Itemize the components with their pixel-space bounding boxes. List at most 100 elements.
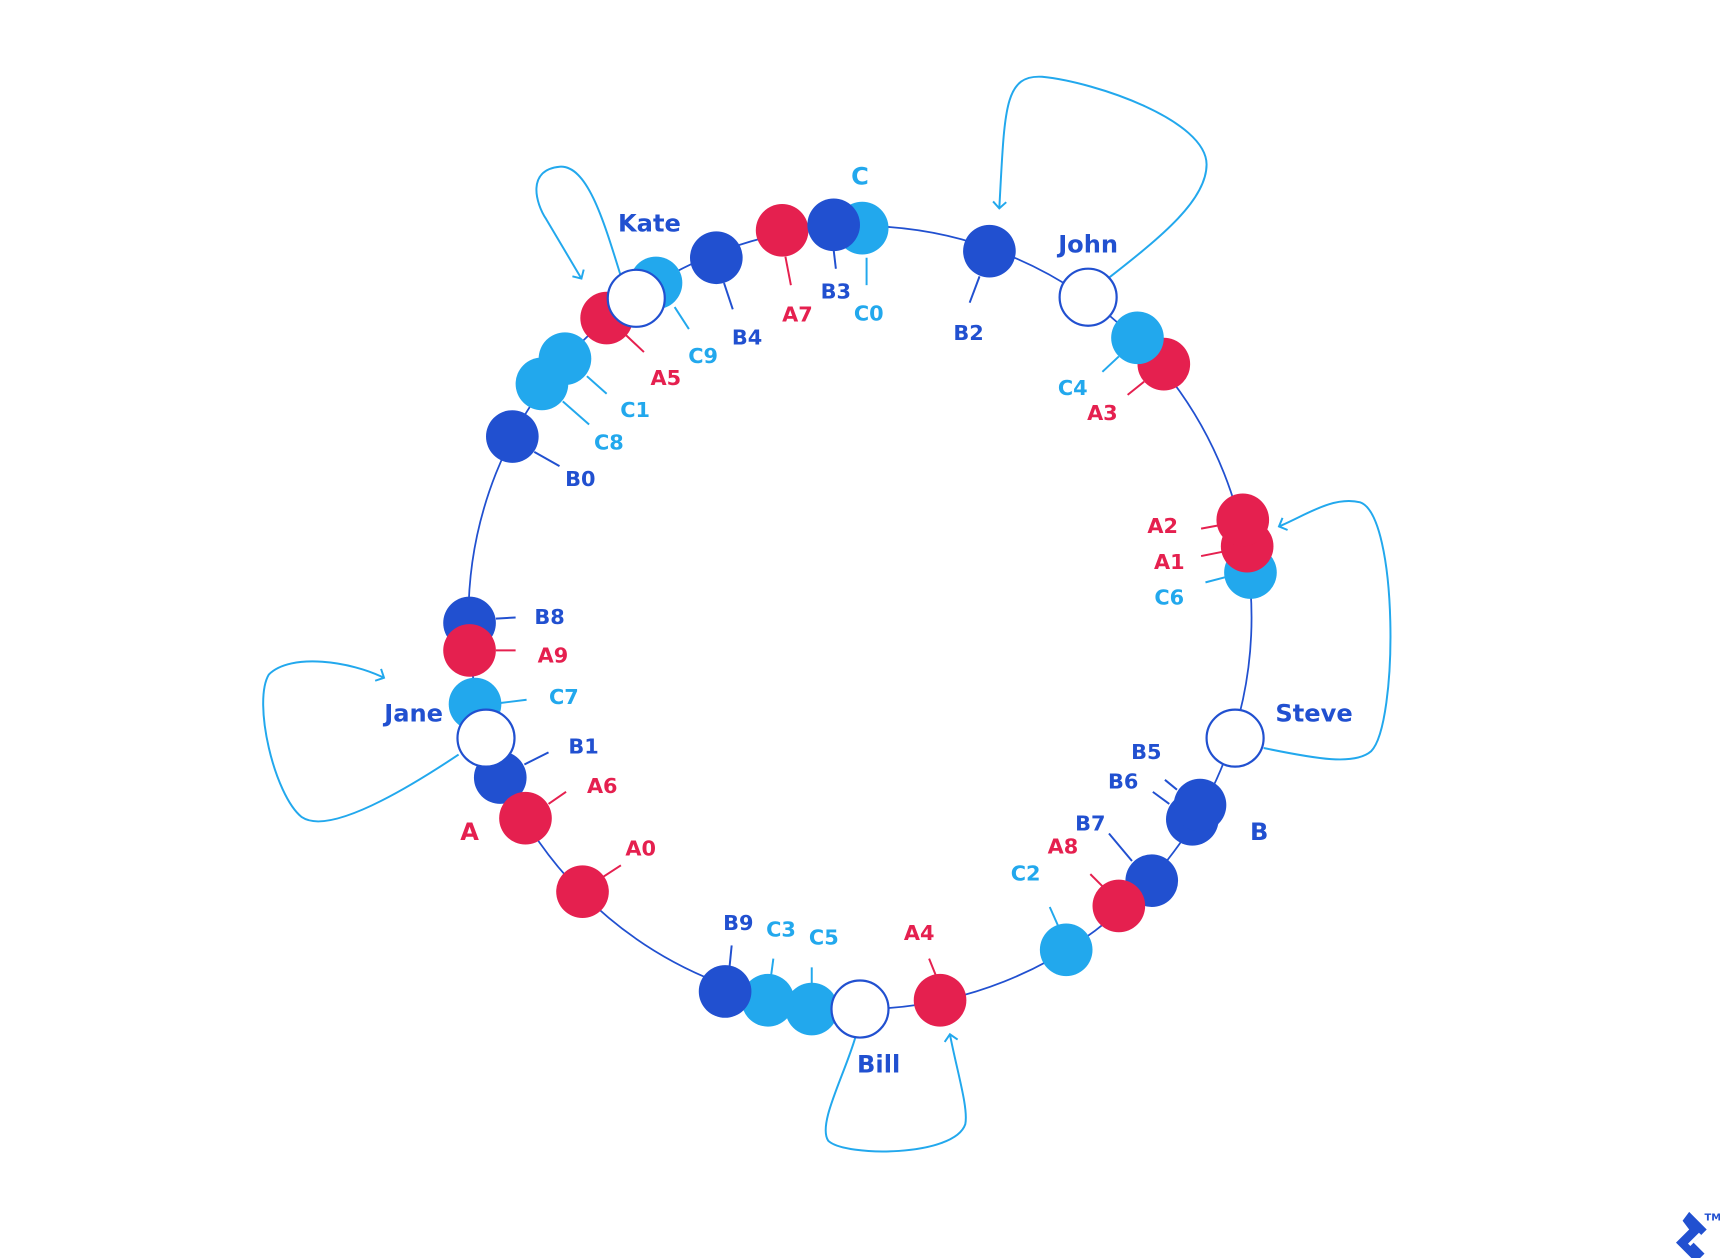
ring-point-b5: B5: [1131, 740, 1227, 832]
point-label: A9: [538, 643, 569, 667]
server-kate: Kate: [606, 209, 681, 328]
point-label: B1: [568, 734, 598, 758]
leader-line: [500, 698, 527, 705]
point-label: B7: [1075, 811, 1105, 835]
point-label: A7: [782, 302, 813, 326]
point-label: A8: [1048, 834, 1079, 858]
point-dot: [1092, 879, 1146, 933]
point-dot: [1216, 493, 1270, 547]
ring-point-b0: B0: [486, 410, 596, 491]
ring-point-a6: A6: [499, 774, 618, 845]
point-label: C6: [1154, 585, 1184, 609]
group-label-a: A: [460, 818, 479, 846]
server-john: John: [1056, 230, 1118, 327]
point-label: B3: [821, 279, 851, 303]
leader-line: [601, 864, 622, 879]
leader-line: [562, 400, 590, 426]
point-label: B8: [534, 605, 564, 629]
loop-arrow-bill: [824, 1032, 967, 1153]
ring-point-b2: B2: [953, 224, 1016, 345]
leader-line: [784, 256, 792, 286]
leader-line: [1164, 779, 1178, 791]
point-label: C4: [1058, 376, 1088, 400]
ring-point-c4: C4: [1058, 311, 1164, 400]
ring-point-b4: B4: [690, 231, 762, 349]
point-dot: [755, 204, 809, 257]
point-dot: [807, 198, 860, 252]
point-label: C5: [809, 925, 839, 949]
leader-line: [1108, 832, 1133, 862]
point-dot: [741, 973, 795, 1027]
leader-line: [1205, 575, 1227, 584]
point-label: B2: [953, 321, 983, 345]
server-node: [606, 268, 666, 328]
point-label: C0: [854, 301, 884, 325]
point-dot: [1039, 923, 1093, 977]
ring-point-b3: B3: [807, 198, 860, 303]
leader-line: [968, 276, 981, 304]
server-node: [1205, 708, 1265, 768]
server-node: [830, 979, 890, 1039]
point-label: C9: [688, 344, 718, 368]
leader-line: [1200, 524, 1219, 530]
ring-point-c3: C3: [741, 918, 796, 1027]
point-label: A5: [651, 366, 682, 390]
point-label: B5: [1131, 740, 1161, 764]
point-label: A2: [1147, 514, 1178, 538]
toptal-logo: TM: [1676, 1211, 1720, 1258]
point-dot: [556, 865, 609, 918]
leader-line: [1048, 906, 1060, 928]
ring-point-a2: A2: [1147, 493, 1270, 547]
point-dot: [913, 973, 967, 1027]
leader-line: [723, 282, 734, 310]
loop-arrows: [262, 75, 1392, 1153]
point-dot: [785, 982, 839, 1036]
leader-line: [928, 958, 937, 976]
point-label: C8: [594, 431, 624, 455]
point-label: C7: [549, 685, 579, 709]
group-labels: A B C: [460, 162, 1268, 846]
server-label: Steve: [1275, 700, 1352, 728]
logo-mark: [1676, 1211, 1707, 1258]
point-dot: [963, 224, 1016, 278]
point-label: A4: [904, 921, 935, 945]
server-steve: Steve: [1205, 700, 1353, 768]
ring-point-b9: B9: [698, 911, 753, 1018]
point-dot: [486, 410, 539, 463]
ring-point-a7: A7: [755, 204, 813, 326]
logo-slot: [1687, 1232, 1702, 1247]
server-node: [456, 708, 516, 768]
group-label-c: C: [851, 162, 869, 190]
ring-point-c1: C1: [538, 332, 650, 422]
leader-line: [533, 451, 560, 467]
point-dot: [499, 791, 552, 845]
point-label: B4: [732, 325, 762, 349]
loop-arrow-kate: [535, 165, 622, 280]
leader-line: [1200, 550, 1224, 558]
group-label-b: B: [1250, 818, 1268, 846]
point-label: A1: [1154, 550, 1185, 574]
leader-line: [523, 751, 549, 766]
point-label: A6: [587, 774, 618, 798]
leader-line: [1152, 791, 1170, 805]
loop-arrow-john: [992, 75, 1208, 280]
point-label: B0: [565, 467, 595, 491]
ring-point-a8: A8: [1048, 834, 1146, 933]
ring-point-c2: C2: [1011, 862, 1093, 977]
server-label: Bill: [857, 1051, 900, 1079]
leader-line: [586, 375, 608, 395]
point-label: B9: [723, 911, 753, 935]
ring-point-a4: A4: [904, 921, 967, 1027]
leader-line: [547, 791, 567, 805]
server-label: Jane: [382, 700, 443, 728]
trademark-text: TM: [1705, 1213, 1720, 1224]
point-dot: [1111, 311, 1164, 365]
point-label: C3: [766, 918, 796, 942]
point-dot: [690, 231, 743, 285]
point-dot: [538, 332, 592, 385]
leader-line: [832, 249, 837, 269]
leader-line: [1101, 355, 1120, 373]
point-label: C1: [620, 398, 650, 422]
leader-line: [770, 958, 775, 976]
point-label: A0: [625, 836, 656, 860]
